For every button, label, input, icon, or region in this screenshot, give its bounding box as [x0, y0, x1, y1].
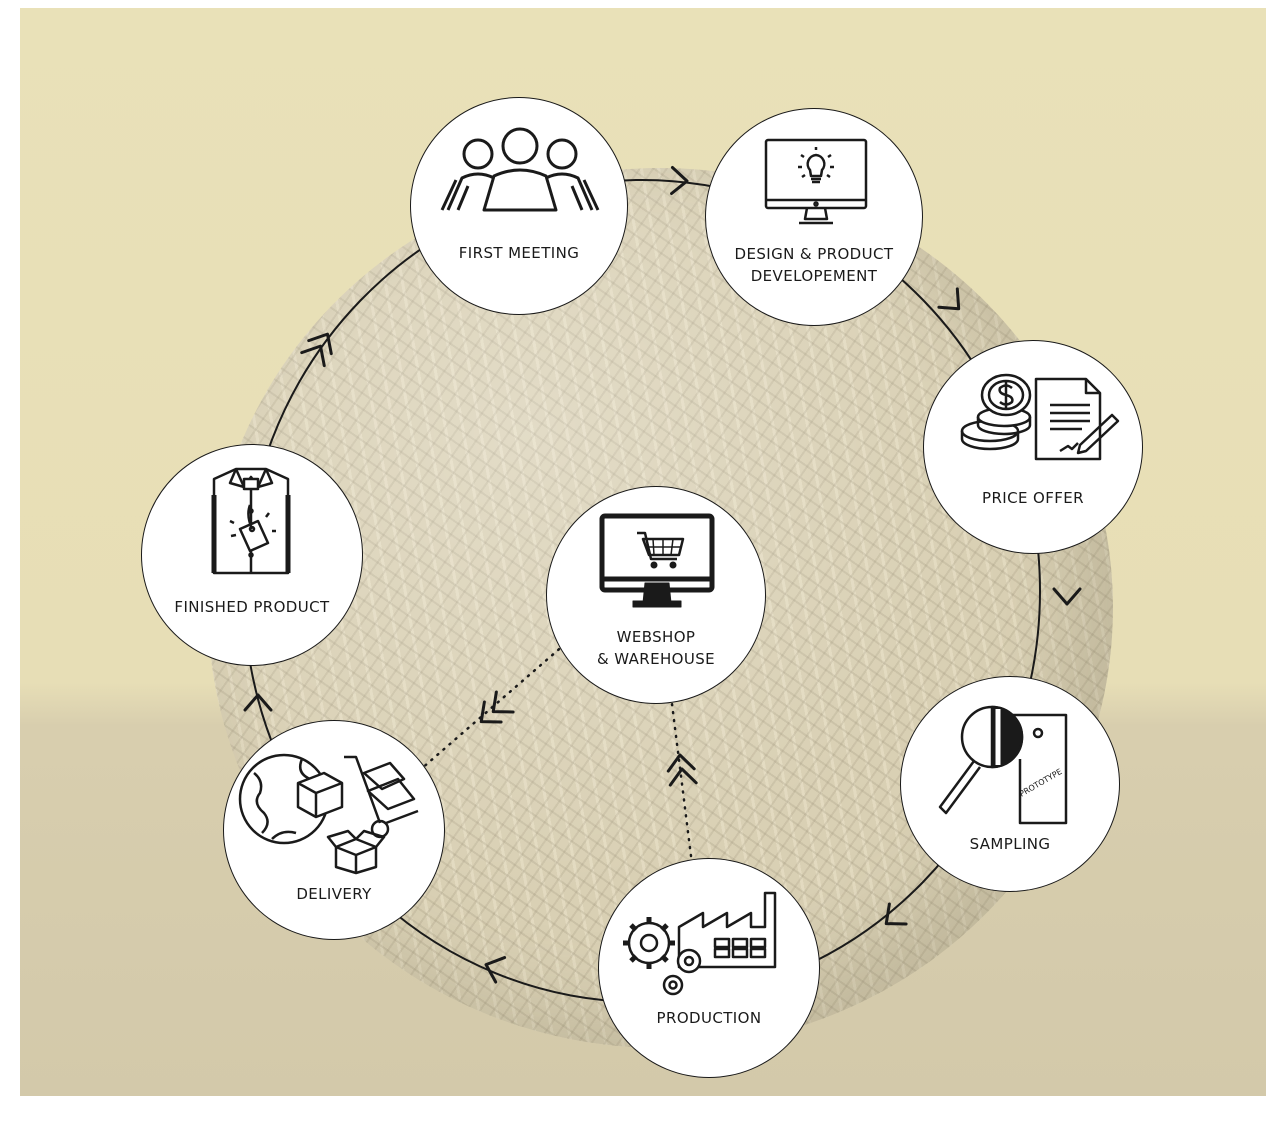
- cycle-arrow-3: [1052, 587, 1082, 606]
- step-label: SAMPLING: [969, 835, 1051, 853]
- monitor-lightbulb-icon: [764, 138, 868, 225]
- dotted-arrow-up-1: [666, 753, 696, 773]
- dotted-link-production-webshop: [669, 694, 693, 858]
- people-group-icon: [440, 127, 600, 212]
- coins-contract-icon: [960, 373, 1120, 461]
- cycle-arrow-7b: [307, 332, 333, 356]
- cycle-arrow-1: [670, 166, 689, 196]
- magnifier-prototype-icon: PROTOTYPE: [938, 705, 1068, 825]
- step-sampling: PROTOTYPE SAMPLING: [900, 676, 1120, 892]
- step-label: DELIVERY: [296, 885, 372, 903]
- step-price-offer: PRICE OFFER: [923, 340, 1143, 554]
- step-label: FIRST MEETING: [458, 244, 580, 262]
- step-label: DESIGN & PRODUCT DEVELOPEMENT: [734, 245, 894, 285]
- step-first-meeting: FIRST MEETING: [410, 97, 628, 315]
- step-label: WEBSHOP & WAREHOUSE: [596, 628, 716, 668]
- cycle-arrow-5: [484, 956, 507, 984]
- step-label: PRODUCTION: [656, 1009, 762, 1027]
- step-webshop-warehouse: WEBSHOP & WAREHOUSE: [546, 486, 766, 704]
- prototype-tag-text: PROTOTYPE: [1018, 767, 1064, 799]
- globe-box-handtruck-icon: [238, 753, 419, 875]
- cycle-arrow-6: [243, 693, 273, 712]
- cycle-arrow-4: [884, 902, 908, 926]
- step-label: FINISHED PRODUCT: [174, 598, 330, 616]
- dotted-arrow-left-1: [479, 700, 503, 724]
- step-production: PRODUCTION: [598, 858, 820, 1078]
- diagram-canvas: FIRST MEETING DESIGN & PRODUCT DEVELOPEM…: [20, 8, 1266, 1096]
- dotted-arrow-up-2: [668, 767, 698, 787]
- cycle-arrow-7: [300, 344, 326, 368]
- shirt-tag-icon: [211, 467, 291, 575]
- step-delivery: DELIVERY: [223, 720, 445, 940]
- cycle-arrow-2: [937, 287, 961, 311]
- monitor-cart-icon: [599, 513, 715, 608]
- step-design-product-development: DESIGN & PRODUCT DEVELOPEMENT: [705, 108, 923, 326]
- step-label: PRICE OFFER: [982, 489, 1084, 507]
- step-finished-product: FINISHED PRODUCT: [141, 444, 363, 666]
- dotted-arrow-left-2: [491, 690, 515, 714]
- factory-gears-icon: [623, 891, 777, 996]
